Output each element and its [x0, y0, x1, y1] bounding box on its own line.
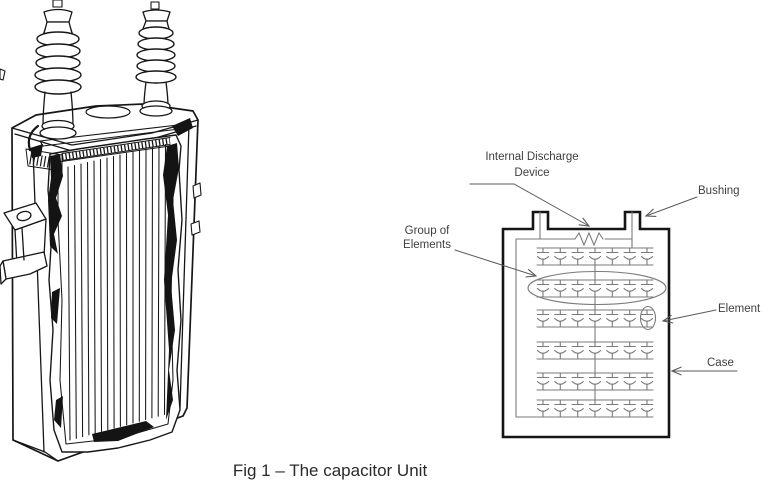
schematic-case [501, 210, 671, 439]
leader-element [661, 309, 717, 324]
unit-bushing-right [135, 1, 177, 117]
unit-lid-wire [27, 124, 40, 152]
leader-internal-discharge [469, 183, 591, 227]
unit-foil-comb-edges [61, 137, 171, 161]
unit-foil-comb [61, 138, 171, 160]
capacitor-schematic [454, 183, 738, 439]
unit-side-tabs [0, 68, 202, 236]
leader-bushing [644, 196, 698, 217]
unit-lid-strip [39, 124, 180, 147]
unit-lid-oval [85, 105, 131, 119]
label-element: Element [718, 303, 761, 315]
schematic-discharge-resistor [574, 231, 604, 247]
label-case: Case [707, 357, 734, 369]
leader-group-of-elements [454, 249, 538, 278]
unit-element-stripes [67, 143, 167, 441]
unit-bushing-left [34, 0, 82, 140]
label-bushing: Bushing [698, 185, 740, 197]
figure-caption: Fig 1 – The capacitor Unit [232, 461, 428, 480]
label-group-of-elements: Group of Elements [391, 224, 463, 252]
unit-torn-foil-blobs [30, 118, 193, 442]
unit-mounting-bracket [0, 202, 48, 285]
label-internal-discharge-line2: Device [514, 167, 550, 179]
capacitor-unit-drawing [0, 0, 202, 462]
element-ring [639, 305, 657, 331]
label-internal-discharge-device: Internal Discharge Device [448, 149, 616, 181]
label-group-line2: Elements [403, 239, 451, 251]
schematic-wires [515, 211, 633, 418]
label-internal-discharge-line1: Internal Discharge [485, 151, 579, 163]
group-of-elements-ring [527, 270, 667, 306]
label-group-line1: Group of [404, 225, 450, 237]
